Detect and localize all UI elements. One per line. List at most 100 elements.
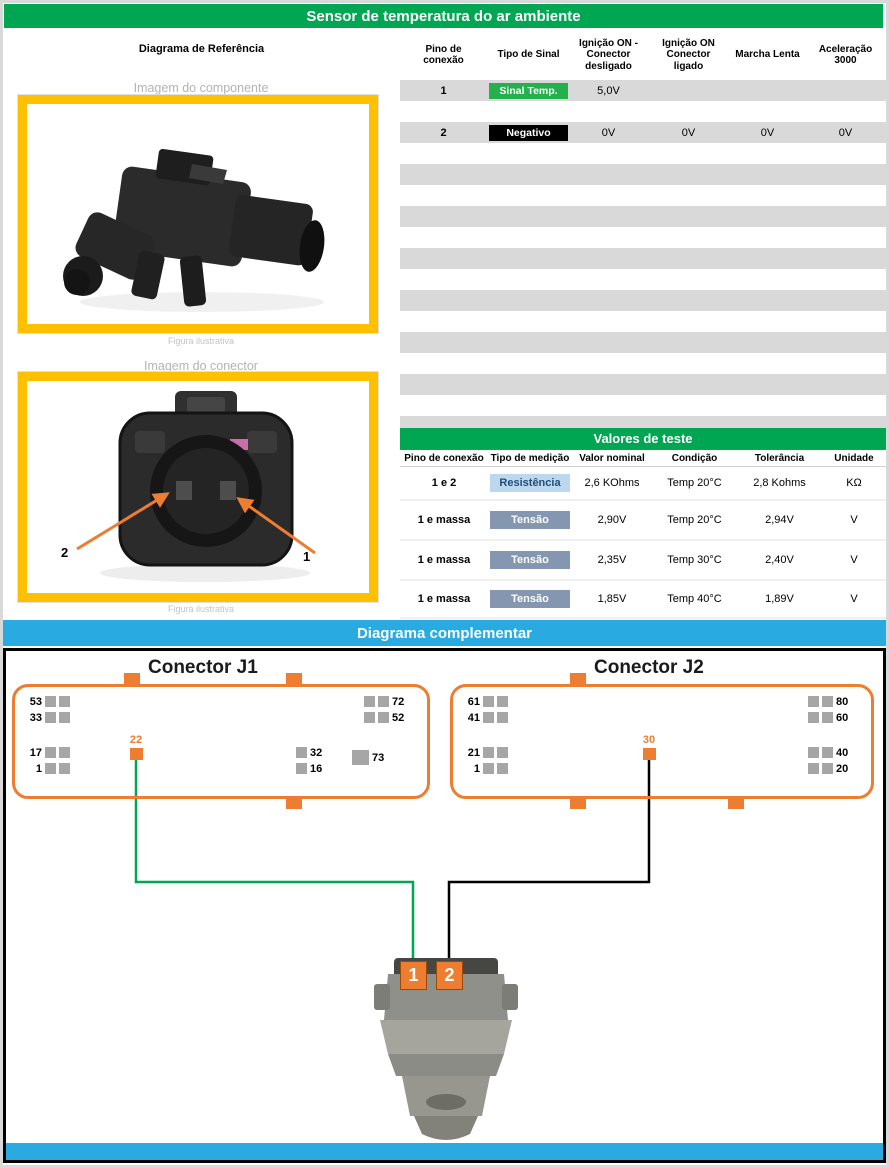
col-valor-nominal: Valor nominal xyxy=(579,452,645,464)
col-pino-conexao: Pino de conexão xyxy=(404,452,484,464)
signal-row-pin1: 1 Sinal Temp. 5,0V xyxy=(400,80,886,101)
arrow-to-pin-2 xyxy=(76,492,170,551)
col-ignicao-on-desligado: Ignição ON - Conector desligado xyxy=(579,37,638,72)
test-condition: Temp 20°C xyxy=(667,514,722,526)
j2-pin-21: 21 xyxy=(458,746,508,759)
test-pin: 1 e massa xyxy=(417,554,471,566)
test-nominal: 2,35V xyxy=(597,554,627,566)
j2-pin-41: 41 xyxy=(458,711,508,724)
signal-type-cell: Sinal Temp. xyxy=(487,80,570,101)
j2-highlight-pin-30: 30 xyxy=(642,734,656,746)
pin-square xyxy=(822,712,833,723)
j2-pin-20: 20 xyxy=(808,762,848,775)
complementary-diagram: Conector J1 53 33 17 1 72 52 32 16 73 22 xyxy=(3,648,886,1163)
j2-pin-60: 60 xyxy=(808,711,848,724)
j1-tab-top-left xyxy=(124,673,140,686)
pin-square xyxy=(59,712,70,723)
pin-square xyxy=(296,747,307,758)
j1-pin-52: 52 xyxy=(364,711,404,724)
measure-type-badge: Tensão xyxy=(490,511,570,529)
test-values-title-bar: Valores de teste xyxy=(400,428,886,450)
col-tipo-sinal: Tipo de Sinal xyxy=(497,49,560,61)
measure-type-badge: Tensão xyxy=(490,590,570,608)
test-tolerance: 2,40V xyxy=(765,554,794,566)
value-ign-on-ligado: 0V xyxy=(681,126,696,139)
pin-square xyxy=(822,763,833,774)
pin-square xyxy=(483,712,494,723)
pin-square xyxy=(808,763,819,774)
col-pino-conexao: Pino de conexão xyxy=(423,43,464,67)
j1-pin-53: 53 xyxy=(20,695,70,708)
test-nominal: 2,6 KOhms xyxy=(584,477,640,489)
col-condicao: Condição xyxy=(671,452,718,464)
measure-type-badge: Resistência xyxy=(490,474,570,492)
test-row-tensao-1: 1 e massa Tensão 2,90V Temp 20°C 2,94V V xyxy=(400,501,886,541)
connector-pin-label-2: 2 xyxy=(61,545,69,560)
j1-highlight-pin-22: 22 xyxy=(129,734,143,746)
pin-square xyxy=(45,712,56,723)
j1-pin-33: 33 xyxy=(20,711,70,724)
j2-pin-1: 1 xyxy=(458,762,508,775)
j1-pin-73: 73 xyxy=(352,750,384,765)
col-marcha-lenta: Marcha Lenta xyxy=(735,49,800,61)
pin-square xyxy=(364,696,375,707)
col-tipo-medicao: Tipo de medição xyxy=(490,452,570,464)
pin-square xyxy=(808,747,819,758)
connector-j2-outline xyxy=(450,684,874,799)
pin-square xyxy=(497,763,508,774)
j1-highlight-pin-square xyxy=(130,748,143,760)
pin-square xyxy=(483,696,494,707)
pin-number: 2 xyxy=(440,126,447,139)
pin-square xyxy=(483,747,494,758)
component-image-caption: Imagem do componente xyxy=(133,81,269,95)
test-tolerance: 2,94V xyxy=(765,514,794,526)
pin-square xyxy=(378,696,389,707)
value-aceleracao xyxy=(805,80,886,101)
j2-highlight-pin-square xyxy=(643,748,656,760)
value-marcha-lenta: 0V xyxy=(760,126,775,139)
j2-pin-40: 40 xyxy=(808,746,848,759)
test-type-cell: Tensão xyxy=(488,581,572,617)
signal-table-header: Pino de conexão Tipo de Sinal Ignição ON… xyxy=(400,30,886,80)
reference-diagram-header: Diagrama de Referência xyxy=(138,43,265,55)
j2-pin-80: 80 xyxy=(808,695,848,708)
col-aceleracao-3000: Aceleração 3000 xyxy=(818,43,873,67)
value-ign-on-desligado: 0V xyxy=(601,126,616,139)
test-unit: V xyxy=(850,554,858,566)
pin-square xyxy=(497,696,508,707)
j2-pin-61: 61 xyxy=(458,695,508,708)
value-ign-on-desligado: 5,0V xyxy=(597,84,620,97)
pin-square xyxy=(808,712,819,723)
pin-square xyxy=(296,763,307,774)
bottom-cyan-bar xyxy=(6,1143,883,1160)
complementary-diagram-bar: Diagrama complementar xyxy=(3,620,886,646)
sensor-pin-1: 1 xyxy=(400,961,427,990)
test-unit: V xyxy=(850,593,858,605)
test-unit: KΩ xyxy=(846,477,862,489)
test-condition: Temp 20°C xyxy=(667,477,722,489)
test-condition: Temp 40°C xyxy=(667,593,722,605)
test-pin: 1 e massa xyxy=(417,514,471,526)
pin-square xyxy=(364,712,375,723)
pin-square xyxy=(45,763,56,774)
pin-number: 1 xyxy=(440,84,447,97)
j1-pin-16: 16 xyxy=(296,762,322,775)
connector-j1-label: Conector J1 xyxy=(148,657,258,678)
pin-square xyxy=(59,747,70,758)
pin-square xyxy=(45,747,56,758)
signal-row-pin2: 2 Negativo 0V 0V 0V 0V xyxy=(400,122,886,143)
pin-square xyxy=(59,763,70,774)
test-type-cell: Tensão xyxy=(488,541,572,579)
signal-type-badge: Negativo xyxy=(489,124,568,141)
pin-square xyxy=(45,696,56,707)
pin-square-large xyxy=(352,750,369,765)
col-ignicao-on-ligado: Ignição ON Conector ligado xyxy=(662,37,715,72)
figure-note: Figura ilustrativa xyxy=(167,336,235,346)
test-pin: 1 e massa xyxy=(417,593,471,605)
test-row-tensao-3: 1 e massa Tensão 1,85V Temp 40°C 1,89V V xyxy=(400,581,886,619)
measure-type-badge: Tensão xyxy=(490,551,570,569)
test-values-title: Valores de teste xyxy=(593,431,693,446)
signal-type-badge: Sinal Temp. xyxy=(489,82,568,99)
pin-square xyxy=(497,747,508,758)
